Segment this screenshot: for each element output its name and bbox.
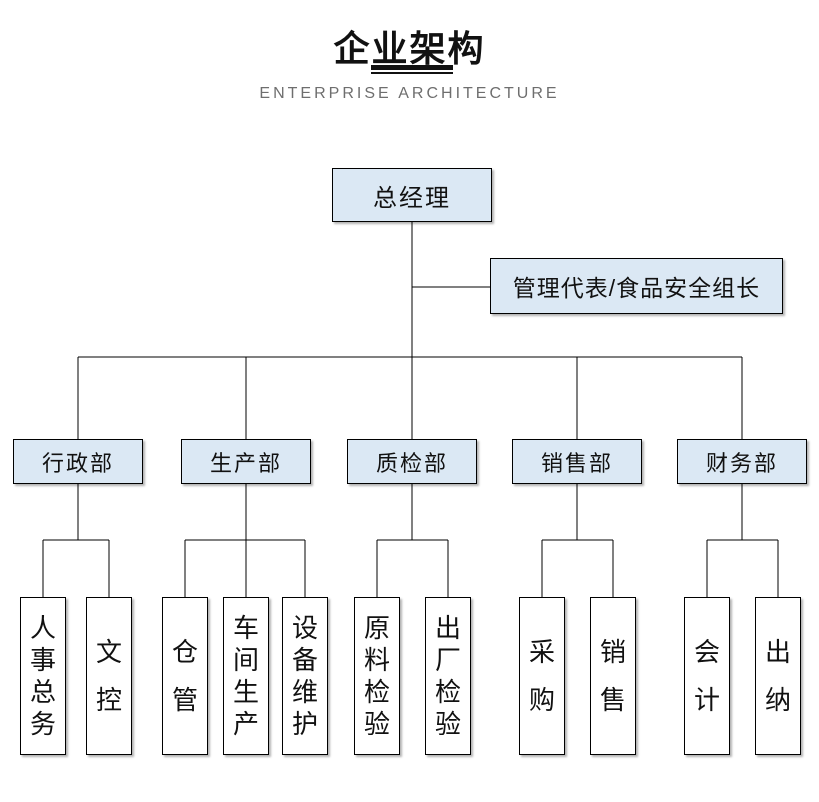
- node-leaf-cashier: 出纳: [755, 597, 801, 755]
- page-subtitle: ENTERPRISE ARCHITECTURE: [259, 85, 560, 102]
- node-management-rep-food-safety-leader: 管理代表/食品安全组长: [490, 258, 783, 314]
- node-leaf-sales: 销售: [590, 597, 636, 755]
- node-dept-production: 生产部: [181, 439, 311, 484]
- node-leaf-raw-material-inspection: 原料检验: [354, 597, 400, 755]
- node-dept-sales: 销售部: [512, 439, 642, 484]
- node-leaf-outgoing-inspection: 出厂检验: [425, 597, 471, 755]
- title-underline: [371, 65, 453, 74]
- node-leaf-document-control: 文控: [86, 597, 132, 755]
- node-leaf-workshop-production: 车间生产: [223, 597, 269, 755]
- node-general-manager: 总经理: [332, 168, 492, 222]
- node-leaf-hr-general-affairs: 人事总务: [20, 597, 66, 755]
- node-leaf-warehouse: 仓管: [162, 597, 208, 755]
- page-title: 企业架构: [333, 28, 486, 69]
- node-dept-quality: 质检部: [347, 439, 477, 484]
- node-leaf-procurement: 采购: [519, 597, 565, 755]
- node-leaf-equipment-maintenance: 设备维护: [282, 597, 328, 755]
- node-dept-finance: 财务部: [677, 439, 807, 484]
- node-dept-administration: 行政部: [13, 439, 143, 484]
- node-leaf-accounting: 会计: [684, 597, 730, 755]
